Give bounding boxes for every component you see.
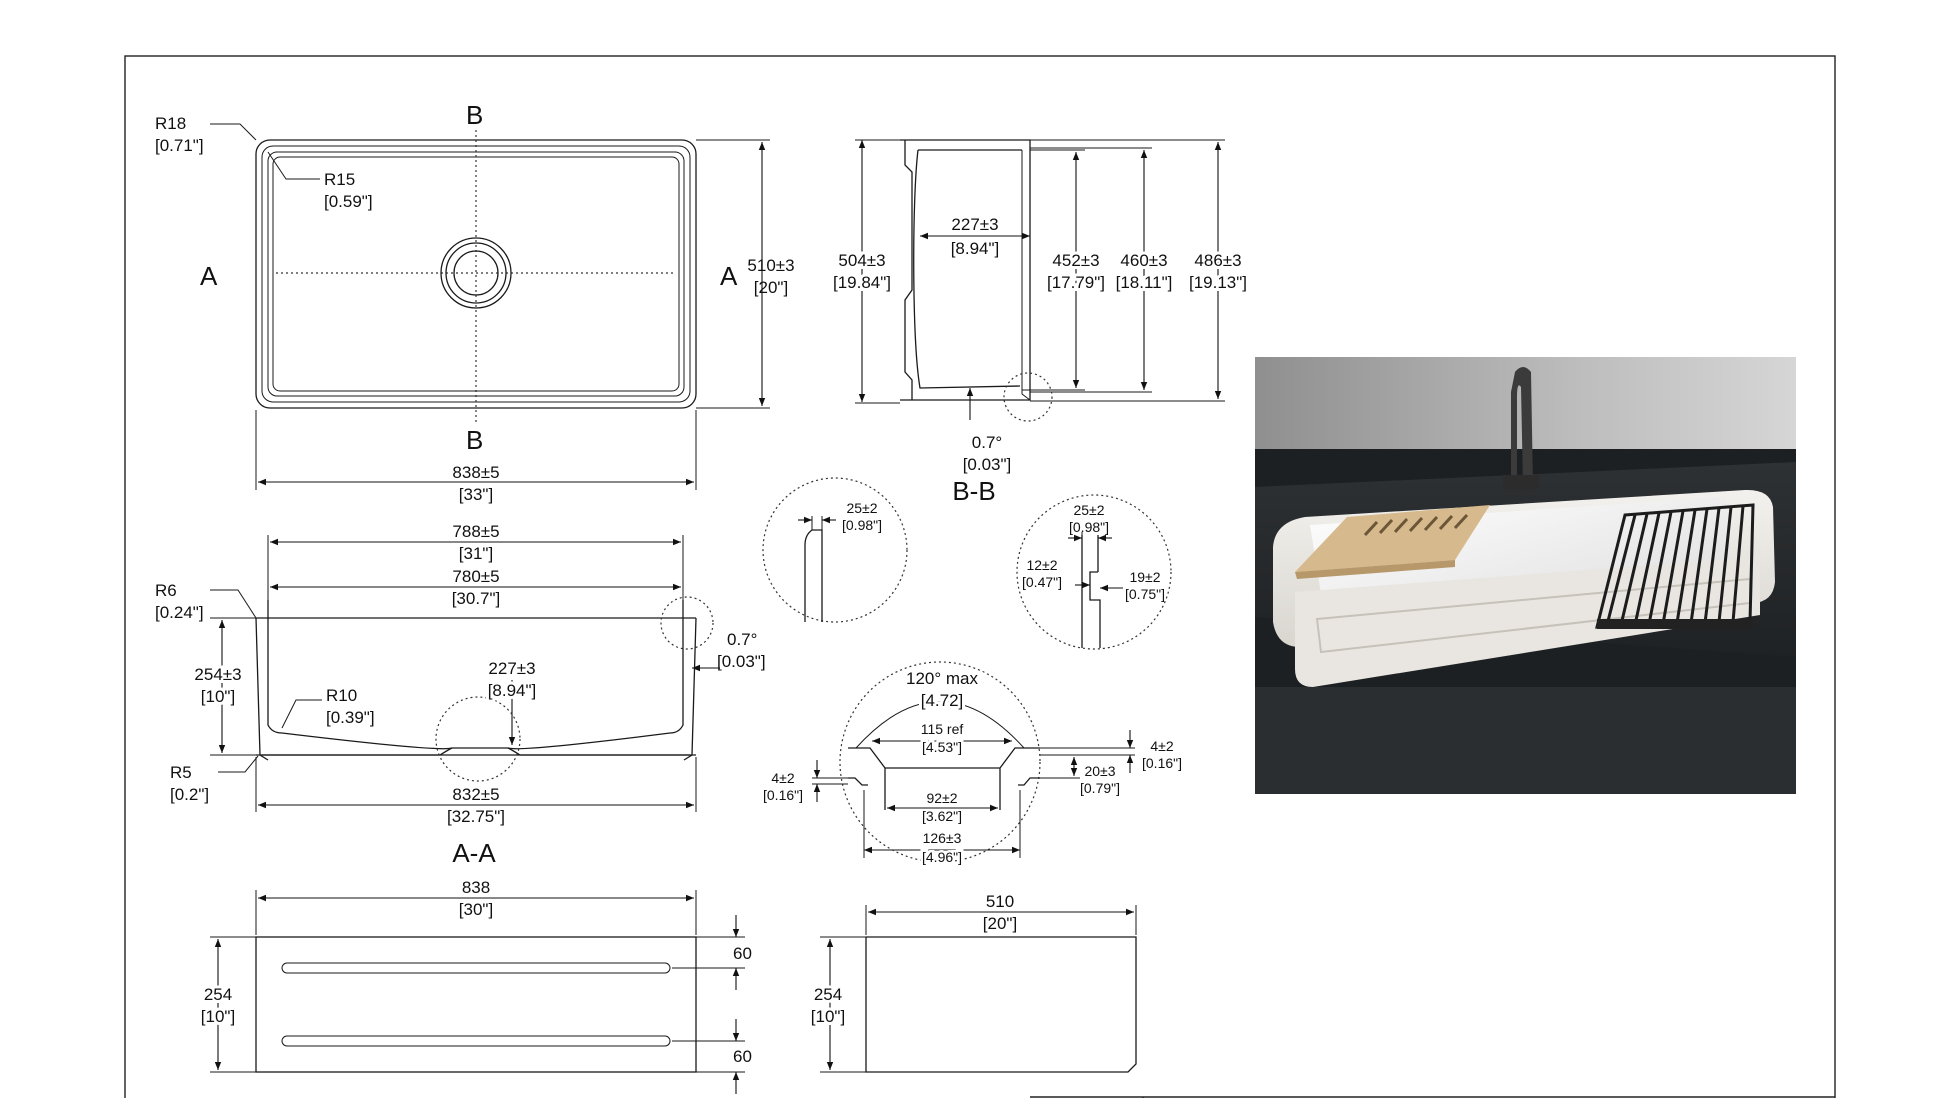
aa-r5-label: R5 [170,763,192,782]
drain-outer-inch: [4.96"] [922,849,962,865]
r18-label: R18 [155,114,186,133]
ledge-detail [1016,494,1172,650]
width-dim-label: 838±5 [452,463,499,482]
front-height: 254 [204,985,232,1004]
top-view [210,123,770,490]
aa-draft-angle: 0.7° [727,630,757,649]
drain-ref-inch: [4.53"] [922,739,962,755]
aa-top-width: 788±5 [452,522,499,541]
bb-height-inch: [19.84"] [833,273,891,292]
drain-angle: 120° max [906,669,979,688]
ledge-a-label: 12±2 [1026,557,1057,573]
aa-r6-inch: [0.24"] [155,603,204,622]
aa-r10-inch: [0.39"] [326,708,375,727]
drain-inner: 92±2 [926,790,957,806]
bb-bowl-depth-label: 227±3 [951,215,998,234]
drain-depth: 20±3 [1084,763,1115,779]
side-height-inch: [10"] [811,1007,845,1026]
r15-label: R15 [324,170,355,189]
width-dim-inch: [33"] [459,485,493,504]
side-height: 254 [814,985,842,1004]
section-b-top: B [466,100,483,130]
ledge-b-inch: [0.75"] [1125,586,1165,602]
product-photo [1255,357,1796,794]
front-width-inch: [30"] [459,900,493,919]
wall-detail [762,477,908,623]
bb-h1-label: 452±3 [1052,251,1099,270]
drawing-frame [124,55,1836,1098]
aa-height-label: 254±3 [194,665,241,684]
front-view [210,890,745,1094]
ledge-thickness-inch: [0.98"] [1069,519,1109,535]
drain-outer [440,237,512,309]
r18-inch-label: [0.71"] [155,136,204,155]
side-depth: 510 [986,892,1014,911]
drain-lip-right-inch: [0.16"] [1142,755,1182,771]
section-aa-title: A-A [452,838,496,868]
aa-draft-angle-inch: [0.03"] [717,652,766,671]
section-aa-view [210,535,720,812]
drain-depth-inch: [0.79"] [1080,780,1120,796]
bb-draft-angle-inch: [0.03"] [963,455,1012,474]
drain-outer: 126±3 [923,830,962,846]
front-groove-bottom: 60 [733,1047,752,1066]
section-bb-view [855,139,1225,422]
r15-inch-label: [0.59"] [324,192,373,211]
ledge-thickness: 25±2 [1073,502,1104,518]
aa-r6-label: R6 [155,581,177,600]
section-b-bottom: B [466,425,483,455]
aa-bowl-depth-inch: [8.94"] [488,681,537,700]
drain-angle-inch: [4.72] [921,691,964,710]
side-depth-inch: [20"] [983,914,1017,933]
drain-detail [812,661,1135,863]
aa-bottom-width: 832±5 [452,785,499,804]
aa-bottom-width-inch: [32.75"] [447,807,505,826]
aa-inner-width: 780±5 [452,567,499,586]
aa-height-inch: [10"] [201,687,235,706]
bb-h2-label: 460±3 [1120,251,1167,270]
depth-dim-label: 510±3 [747,256,794,275]
wall-thickness: 25±2 [846,500,877,516]
drain-lip-left: 4±2 [771,770,794,786]
aa-top-width-inch: [31"] [459,544,493,563]
ledge-a-inch: [0.47"] [1022,574,1062,590]
bb-draft-angle: 0.7° [972,433,1002,452]
front-width: 838 [462,878,490,897]
aa-bowl-depth: 227±3 [488,659,535,678]
bb-h3-inch: [19.13"] [1189,273,1247,292]
drain-lip-left-inch: [0.16"] [763,787,803,803]
bb-h1-inch: [17.79"] [1047,273,1105,292]
section-a-left: A [200,261,218,291]
front-height-inch: [10"] [201,1007,235,1026]
drain-lip-right: 4±2 [1150,738,1173,754]
bb-bowl-depth-inch: [8.94"] [951,239,1000,258]
bb-h3-label: 486±3 [1194,251,1241,270]
section-a-right: A [720,261,738,291]
ledge-b-label: 19±2 [1129,569,1160,585]
wall-thickness-inch: [0.98"] [842,517,882,533]
drain-inner-inch: [3.62"] [922,808,962,824]
aa-r10-label: R10 [326,686,357,705]
bb-h2-inch: [18.11"] [1116,273,1173,292]
bb-height-label: 504±3 [838,251,885,270]
aa-inner-width-inch: [30.7"] [452,589,501,608]
aa-r5-inch: [0.2"] [170,785,209,804]
section-bb-title: B-B [952,476,995,506]
side-view [820,905,1137,1073]
front-groove-top: 60 [733,944,752,963]
drain-ref: 115 ref [921,721,964,737]
depth-dim-inch: [20"] [754,278,788,297]
